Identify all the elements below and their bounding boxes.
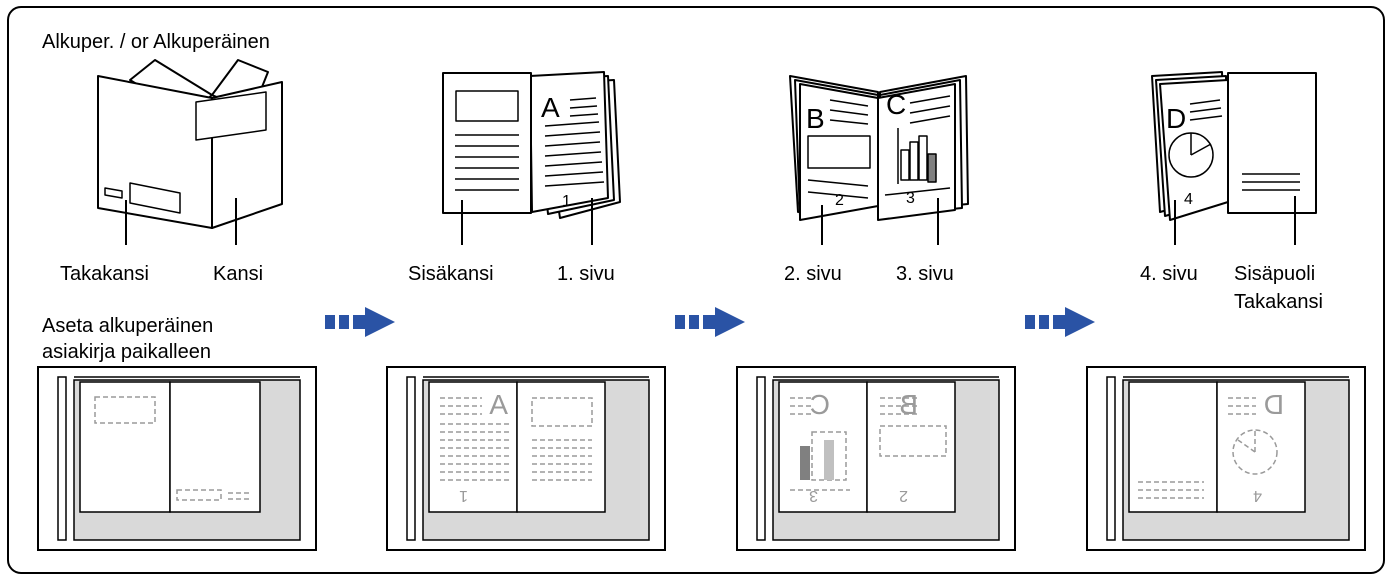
page-letter-a: A xyxy=(541,92,560,123)
page-number-1: 1 xyxy=(562,193,571,210)
mirrored-letter-c: C xyxy=(810,389,830,420)
next-arrow-1 xyxy=(325,307,395,337)
book-open-pages-2-3 xyxy=(789,75,969,245)
mirrored-letter-d: D xyxy=(1264,389,1284,420)
next-arrow-3 xyxy=(1025,307,1095,337)
label-inside-back-2: Takakansi xyxy=(1234,291,1323,313)
next-arrow-2 xyxy=(675,307,745,337)
mirrored-number-1: 1 xyxy=(459,487,468,504)
scanner-panel-3: C B 3 2 xyxy=(736,366,1016,551)
mirrored-number-2: 2 xyxy=(899,487,908,504)
page-number-4: 4 xyxy=(1184,191,1193,208)
page-number-3: 3 xyxy=(906,190,915,207)
label-back-cover: Takakansi xyxy=(60,263,149,285)
instruction-line-2: asiakirja paikalleen xyxy=(42,341,211,363)
page-number-2: 2 xyxy=(835,192,844,209)
scanner-panel-1 xyxy=(37,366,317,551)
label-page-1: 1. sivu xyxy=(557,263,615,285)
original-title: Alkuper. / or Alkuperäinen xyxy=(42,31,270,53)
page-letter-b: B xyxy=(806,103,825,134)
book-open-page-4 xyxy=(1151,71,1317,245)
label-page-2: 2. sivu xyxy=(784,263,842,285)
scanner-panel-2: A 1 xyxy=(386,366,666,551)
book-cover-illustration xyxy=(97,59,283,245)
page-letter-c: C xyxy=(886,89,906,120)
scanner-panel-4: D 4 xyxy=(1086,366,1366,551)
mirrored-number-4: 4 xyxy=(1253,487,1262,504)
label-inside-cover: Sisäkansi xyxy=(408,263,494,285)
instruction-line-1: Aseta alkuperäinen xyxy=(42,315,214,337)
page-letter-d: D xyxy=(1166,103,1186,134)
label-page-4: 4. sivu xyxy=(1140,263,1198,285)
label-front-cover: Kansi xyxy=(213,263,264,285)
diagram-frame xyxy=(7,6,1385,574)
book-open-page-1 xyxy=(442,71,621,245)
mirrored-letter-b: B xyxy=(899,389,918,420)
mirrored-letter-a: A xyxy=(489,389,508,420)
label-page-3: 3. sivu xyxy=(896,263,954,285)
mirrored-number-3: 3 xyxy=(809,487,818,504)
label-inside-back-1: Sisäpuoli xyxy=(1234,263,1316,285)
